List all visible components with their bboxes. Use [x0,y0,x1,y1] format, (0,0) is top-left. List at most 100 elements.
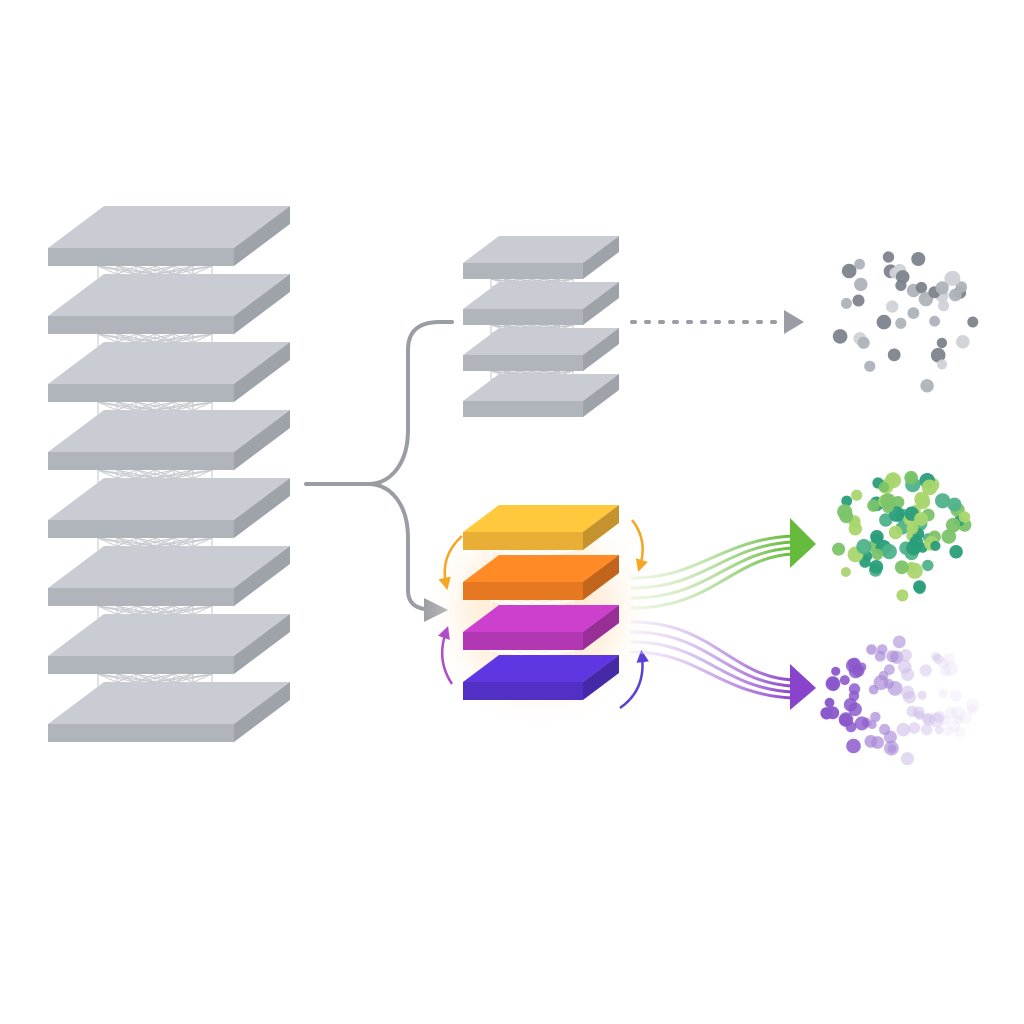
layer-slab [463,374,619,417]
cloud-point [934,725,944,735]
cloud-point [883,678,894,689]
flow-arrow-head [790,664,816,710]
cloud-point [930,347,946,363]
cloud-point [929,712,944,728]
feedback-arrow-right-bottom [619,649,649,710]
cloud-point [886,473,898,486]
cloud-point [882,251,895,263]
layer-slab [48,206,290,266]
cloud-point [953,714,964,725]
cloud-point [947,497,962,512]
cloud-point [854,716,869,731]
cloud-point [933,654,944,665]
cloud-point [922,559,934,572]
cloud-point [840,567,851,577]
layer-slab [48,682,290,742]
cloud-point [954,726,966,738]
cloud-point [907,307,920,319]
layer-slab [463,655,619,700]
cloud-point [903,690,916,704]
cloud-point [933,711,945,723]
purple-flow-arrow [630,620,816,710]
cloud-point [920,723,933,736]
cloud-point [878,481,890,493]
cloud-point [887,348,901,362]
cloud-point [931,652,941,662]
flow-line [630,640,794,694]
cloud-point [919,664,932,677]
cloud-point [943,726,953,736]
cloud-point [949,545,963,559]
cloud-point [867,720,877,730]
layer-slab [463,282,619,325]
cloud-point [896,589,909,602]
layer-slab [48,342,290,402]
cloud-point [942,653,955,666]
cloud-point [915,281,928,294]
flow-line [630,630,794,688]
cloud-point [898,660,912,674]
cloud-point [876,314,892,330]
purple-point-cloud [820,635,980,766]
cloud-point [935,281,949,295]
cloud-point [938,688,948,699]
cloud-point [846,658,861,673]
cloud-point [820,707,833,720]
cloud-point [843,698,858,712]
flow-line [630,552,794,610]
cloud-point [938,300,950,312]
feedback-arrow-left-bottom [438,626,454,685]
cloud-point [888,525,903,540]
cloud-point [895,317,907,329]
layer-slab [463,505,619,550]
cloud-point [944,271,960,286]
cloud-point [839,675,850,686]
teacher-connectors [304,320,454,622]
cloud-point [912,706,925,719]
cloud-point [879,513,893,527]
cloud-point [906,522,919,535]
cloud-point [841,495,853,507]
teacher-layer-stack [48,206,290,742]
cloud-point [883,730,897,744]
cloud-point [894,560,909,575]
flow-line [630,540,794,590]
cloud-point [867,499,880,512]
branch-arrow-to-adapted-student [366,482,448,622]
cloud-point [846,738,861,754]
cloud-point [967,316,979,328]
cloud-point [832,542,846,556]
cloud-point [911,252,926,266]
cloud-point [930,540,941,552]
layer-slab [463,605,619,650]
cloud-point [906,540,922,556]
cloud-point [845,721,857,733]
cloud-point [837,504,853,520]
layer-slab [463,555,619,600]
cloud-point [831,666,841,676]
cloud-point [825,676,841,691]
cloud-point [944,661,959,676]
cloud-point [852,294,865,307]
cloud-point [915,710,925,721]
cloud-point [882,501,895,514]
green-point-cloud [832,470,972,602]
cloud-point [900,752,915,766]
cloud-point [951,706,966,721]
flow-line [630,650,794,700]
cloud-point [955,281,968,293]
cloud-point [884,740,899,756]
layer-slab [48,274,290,334]
feedback-arrow-right-top [631,519,648,572]
green-flow-arrow [630,518,816,610]
layer-slab [48,614,290,674]
cloud-point [937,657,949,669]
layer-slab [48,478,290,538]
cloud-point [937,359,948,370]
cloud-point [904,470,918,485]
cloud-point [871,533,883,544]
cloud-point [967,704,978,715]
cloud-point [959,711,973,725]
cloud-point [892,635,906,649]
